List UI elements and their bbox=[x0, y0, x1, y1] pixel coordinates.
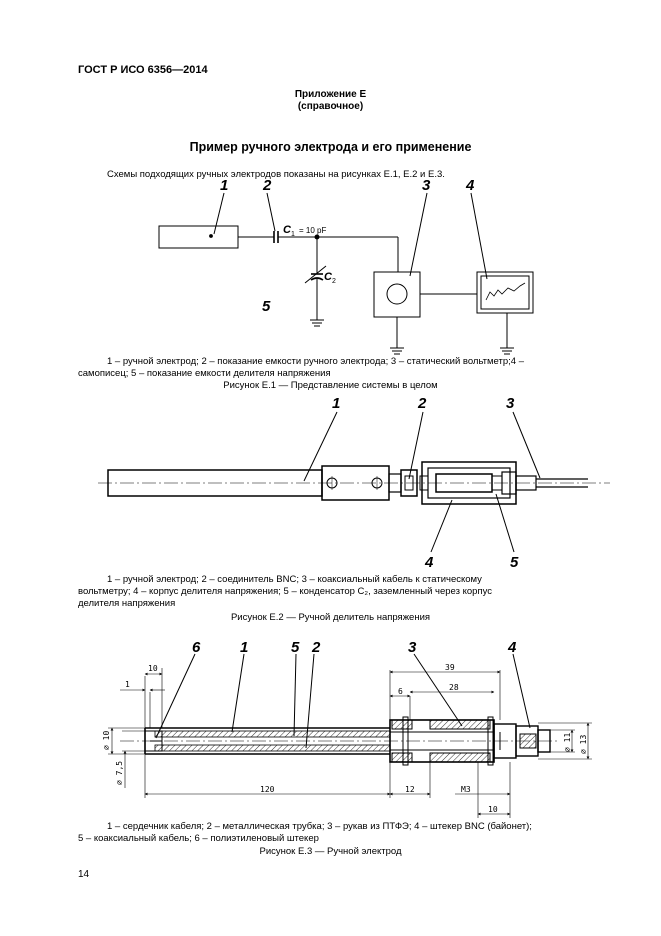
fig3-callout-2: 2 bbox=[311, 639, 321, 656]
c2-label: C bbox=[324, 271, 333, 283]
dim-m3: M3 bbox=[461, 785, 471, 794]
fig2-caption-line2: вольтметру; 4 – корпус делителя напряжен… bbox=[78, 586, 492, 597]
static-voltmeter-box bbox=[373, 271, 421, 318]
fig1-title: Рисунок Е.1 — Представление системы в це… bbox=[223, 380, 438, 391]
dim-120: 120 bbox=[260, 785, 275, 794]
fig2-title: Рисунок Е.2 — Ручной делитель напряжения bbox=[230, 612, 431, 623]
c1-value: = 10 pF bbox=[299, 226, 326, 235]
fig3-callout-4: 4 bbox=[507, 639, 517, 656]
dim-dia-13: ⌀ 13 bbox=[579, 735, 588, 754]
c2-subscript: 2 bbox=[332, 278, 336, 285]
appendix-title: Приложение Е bbox=[294, 89, 367, 100]
dim-dia-7-5: ⌀ 7,5 bbox=[115, 761, 124, 785]
fig1-callout-3: 3 bbox=[422, 177, 431, 194]
fig3-callout-3: 3 bbox=[408, 639, 417, 656]
appendix-subtitle: (справочное) bbox=[297, 101, 364, 112]
fig1-callout-2: 2 bbox=[262, 177, 272, 194]
fig1-callout-1: 1 bbox=[220, 177, 228, 194]
fig2-callout-5: 5 bbox=[510, 554, 519, 571]
dim-10-bottom: 10 bbox=[488, 805, 498, 814]
dim-12: 12 bbox=[405, 785, 415, 794]
fig1-callout-4: 4 bbox=[465, 177, 475, 194]
dim-dia-10: ⌀ 10 bbox=[102, 731, 111, 750]
fig2-callout-3: 3 bbox=[506, 395, 515, 412]
dim-dia-11: ⌀ 11 bbox=[563, 733, 572, 752]
dim-1: 1 bbox=[125, 680, 130, 689]
fig3-caption-line1: 1 – сердечник кабеля; 2 – металлическая … bbox=[107, 821, 532, 832]
dim-10-top: 10 bbox=[148, 664, 158, 673]
recorder-box bbox=[476, 271, 534, 314]
fig1-callout-5: 5 bbox=[262, 298, 271, 315]
document-header: ГОСТ Р ИСО 6356—2014 bbox=[78, 64, 208, 76]
fig1-caption-line2: самописец; 5 – показание емкости делител… bbox=[78, 368, 331, 379]
fig3-caption-line2: 5 – коаксиальный кабель; 6 – полиэтилено… bbox=[78, 833, 319, 844]
dim-39: 39 bbox=[445, 663, 455, 672]
c1-subscript: 1 bbox=[291, 231, 295, 238]
fig2-callout-4: 4 bbox=[424, 554, 434, 571]
fig2-caption-line3: делителя напряжения bbox=[78, 598, 176, 609]
c1-label: C bbox=[283, 224, 292, 236]
page-number: 14 bbox=[78, 869, 90, 880]
intro-text: Схемы подходящих ручных электродов показ… bbox=[107, 169, 445, 180]
fig2-callout-1: 1 bbox=[332, 395, 340, 412]
figure-e1-diagram: 1 2 3 4 5 C 1 = 10 pF C 2 bbox=[158, 177, 534, 355]
fig3-callout-6: 6 bbox=[192, 639, 201, 656]
fig3-title: Рисунок Е.3 — Ручной электрод bbox=[259, 846, 402, 857]
fig1-caption-line1: 1 – ручной электрод; 2 – показание емкос… bbox=[107, 356, 524, 367]
section-title: Пример ручного электрода и его применени… bbox=[189, 140, 472, 154]
fig3-callout-5: 5 bbox=[291, 639, 300, 656]
dim-6: 6 bbox=[398, 687, 403, 696]
fig2-callout-2: 2 bbox=[417, 395, 427, 412]
figure-e3-diagram: 6 1 5 2 3 4 10 1 39 6 28 ⌀ 10 ⌀ 7,5 ⌀ 11… bbox=[102, 639, 592, 818]
fig2-caption-line1: 1 – ручной электрод; 2 – соединитель BNC… bbox=[107, 574, 482, 585]
dim-28: 28 bbox=[449, 683, 459, 692]
figure-e2-diagram: 1 2 3 4 5 bbox=[98, 395, 610, 571]
hand-electrode-box bbox=[158, 225, 239, 249]
fig3-callout-1: 1 bbox=[240, 639, 248, 656]
